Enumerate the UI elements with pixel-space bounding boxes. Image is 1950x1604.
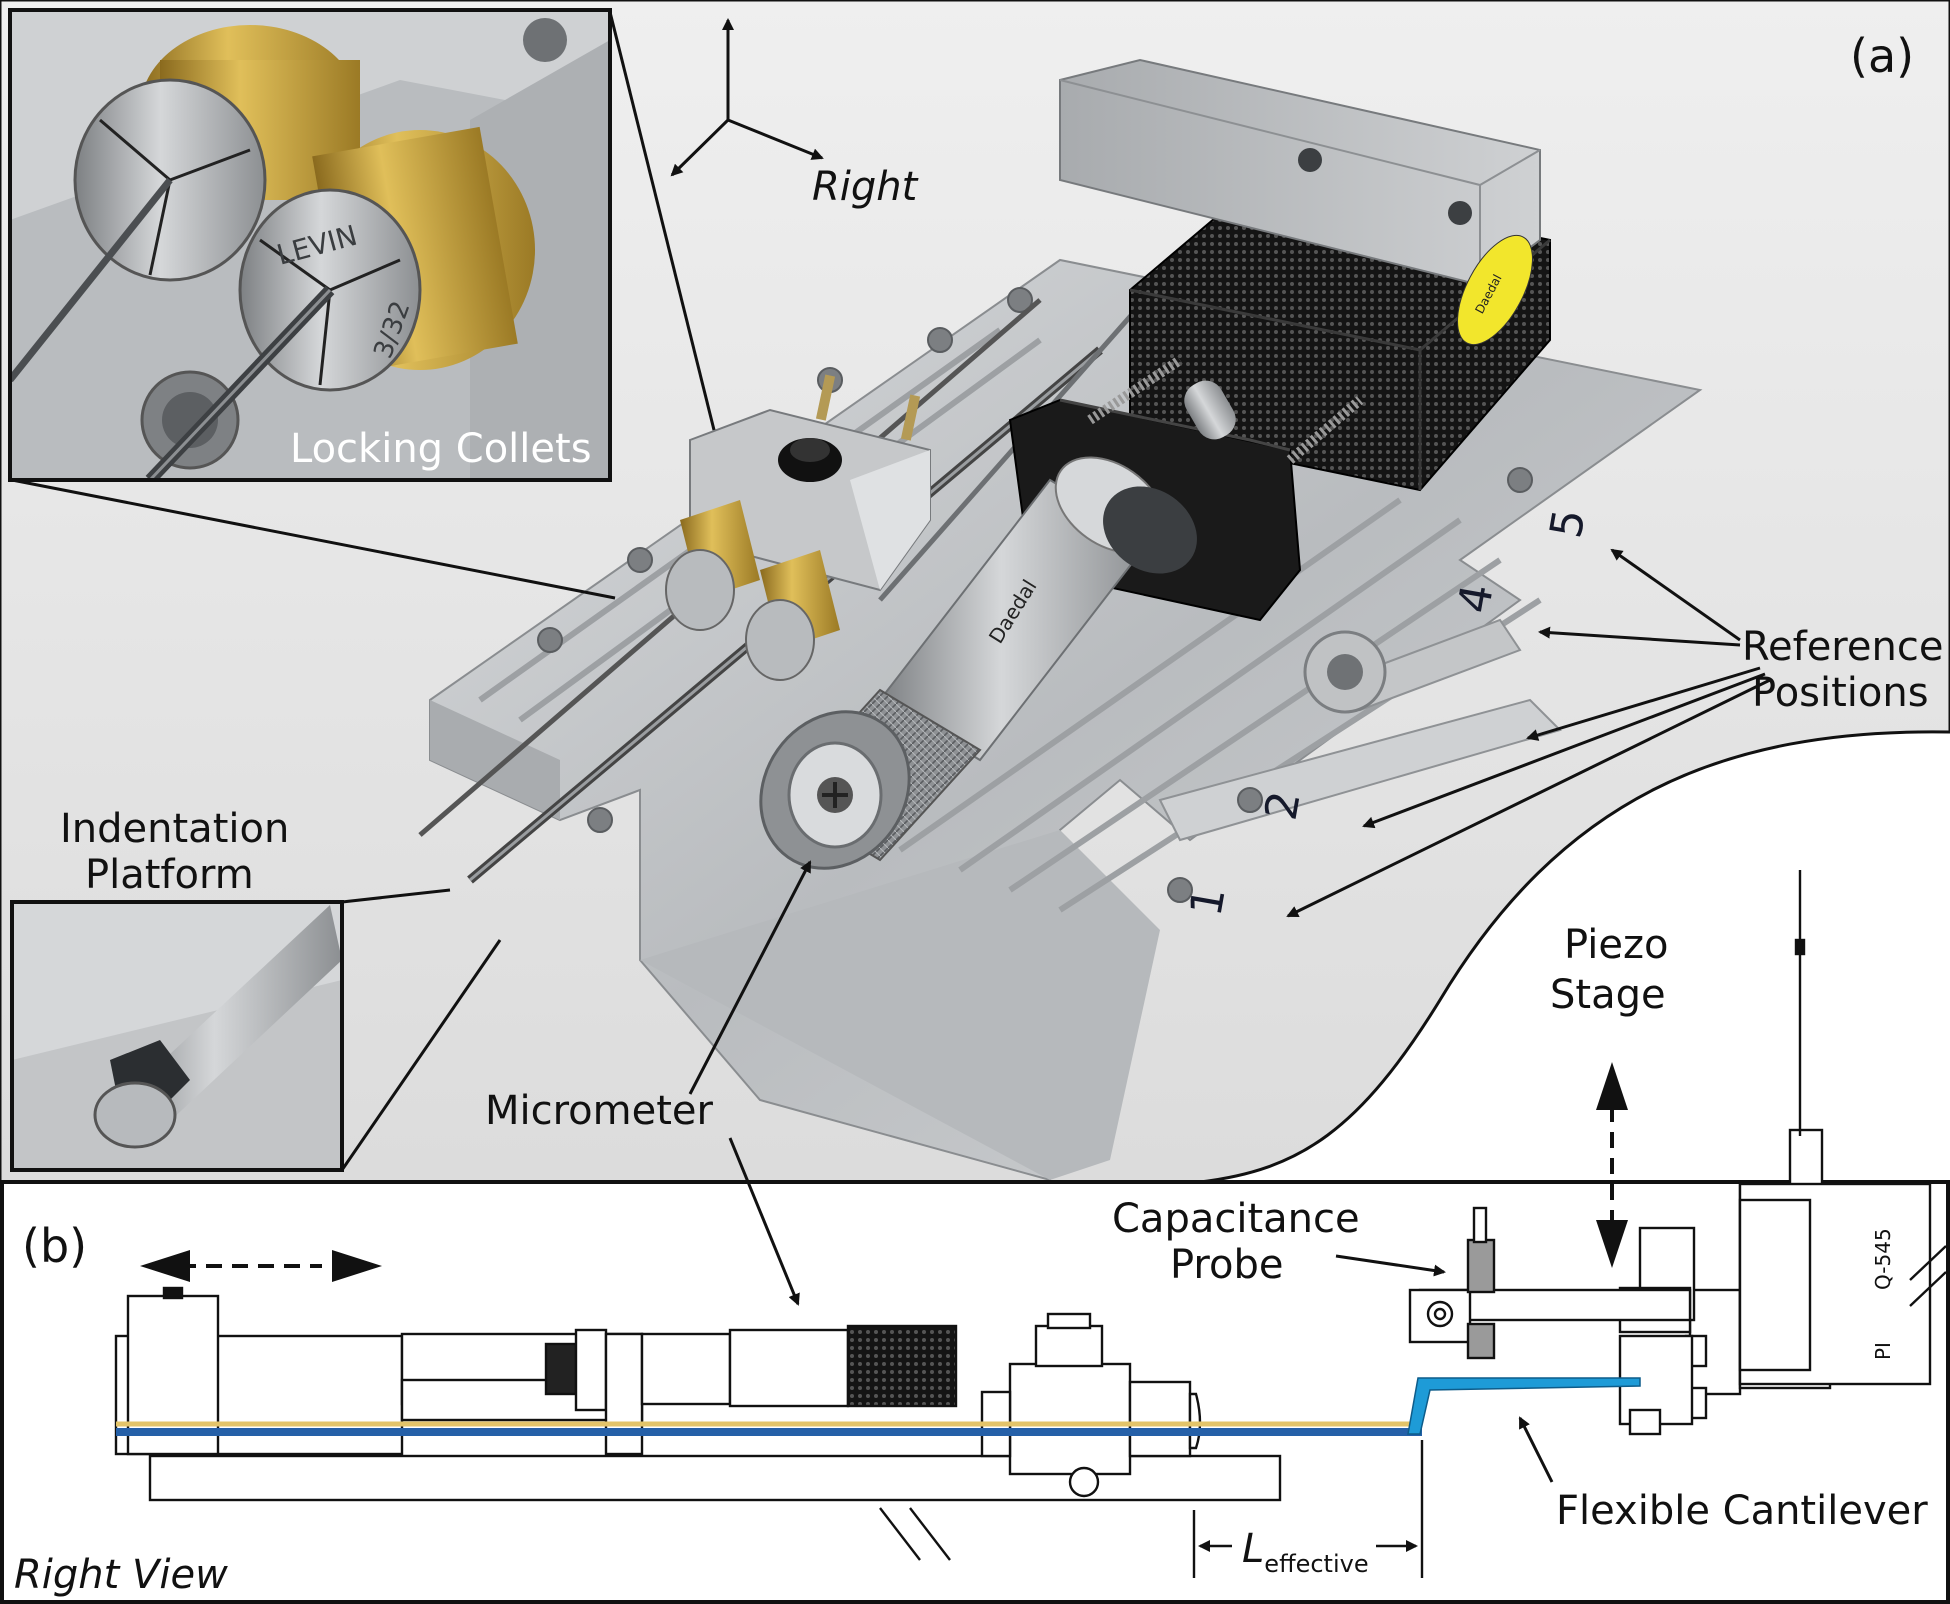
label-right: Right xyxy=(812,164,919,210)
piezo-model-text: Q-545 xyxy=(1871,1228,1895,1290)
panel-label-b: (b) xyxy=(22,1219,87,1273)
photo-panel-a: Daedal Daedal xyxy=(0,0,1950,1306)
axes-glyph xyxy=(670,18,824,177)
schematic-panel-b: (b) Right View xyxy=(0,870,1950,1604)
collets-photo xyxy=(665,500,840,681)
piezo-brand-text: PI xyxy=(1871,1342,1895,1360)
label-piezo-stage-line2: Stage xyxy=(1550,972,1666,1018)
reference-position-arrows xyxy=(1286,548,1771,918)
panel-label-a: (a) xyxy=(1850,29,1914,83)
label-micrometer: Micrometer xyxy=(485,1088,714,1134)
inset-indentation-platform xyxy=(10,900,344,1172)
label-flexible-cantilever: Flexible Cantilever xyxy=(1556,1488,1928,1534)
label-right-view: Right View xyxy=(14,1552,228,1598)
flexible-cantilever-shape xyxy=(1407,1377,1641,1435)
label-capacitance-probe-line1: Capacitance xyxy=(1112,1196,1360,1242)
label-capacitance-probe-line2: Probe xyxy=(1170,1242,1283,1288)
stage-travel-arrow xyxy=(140,1250,382,1282)
l-effective-dimension xyxy=(1192,1440,1424,1578)
label-locking-collets: Locking Collets xyxy=(290,426,592,472)
label-reference-positions-line2: Positions xyxy=(1752,670,1929,716)
piezo-travel-arrow xyxy=(1596,1062,1628,1268)
label-indentation-platform-line2: Platform xyxy=(85,852,254,898)
label-reference-positions-line1: Reference xyxy=(1742,624,1943,670)
micrometer-photo: Daedal xyxy=(759,456,1197,870)
label-l-effective-sub: effective xyxy=(1264,1550,1368,1578)
label-indentation-platform-line1: Indentation xyxy=(60,806,289,852)
label-piezo-stage-line1: Piezo xyxy=(1564,922,1668,968)
label-l-effective: Leffective xyxy=(1242,1526,1369,1578)
inset-locking-collets: LEVIN 3/32 Locking Collets xyxy=(8,8,612,482)
label-l-effective-main: L xyxy=(1242,1526,1264,1572)
